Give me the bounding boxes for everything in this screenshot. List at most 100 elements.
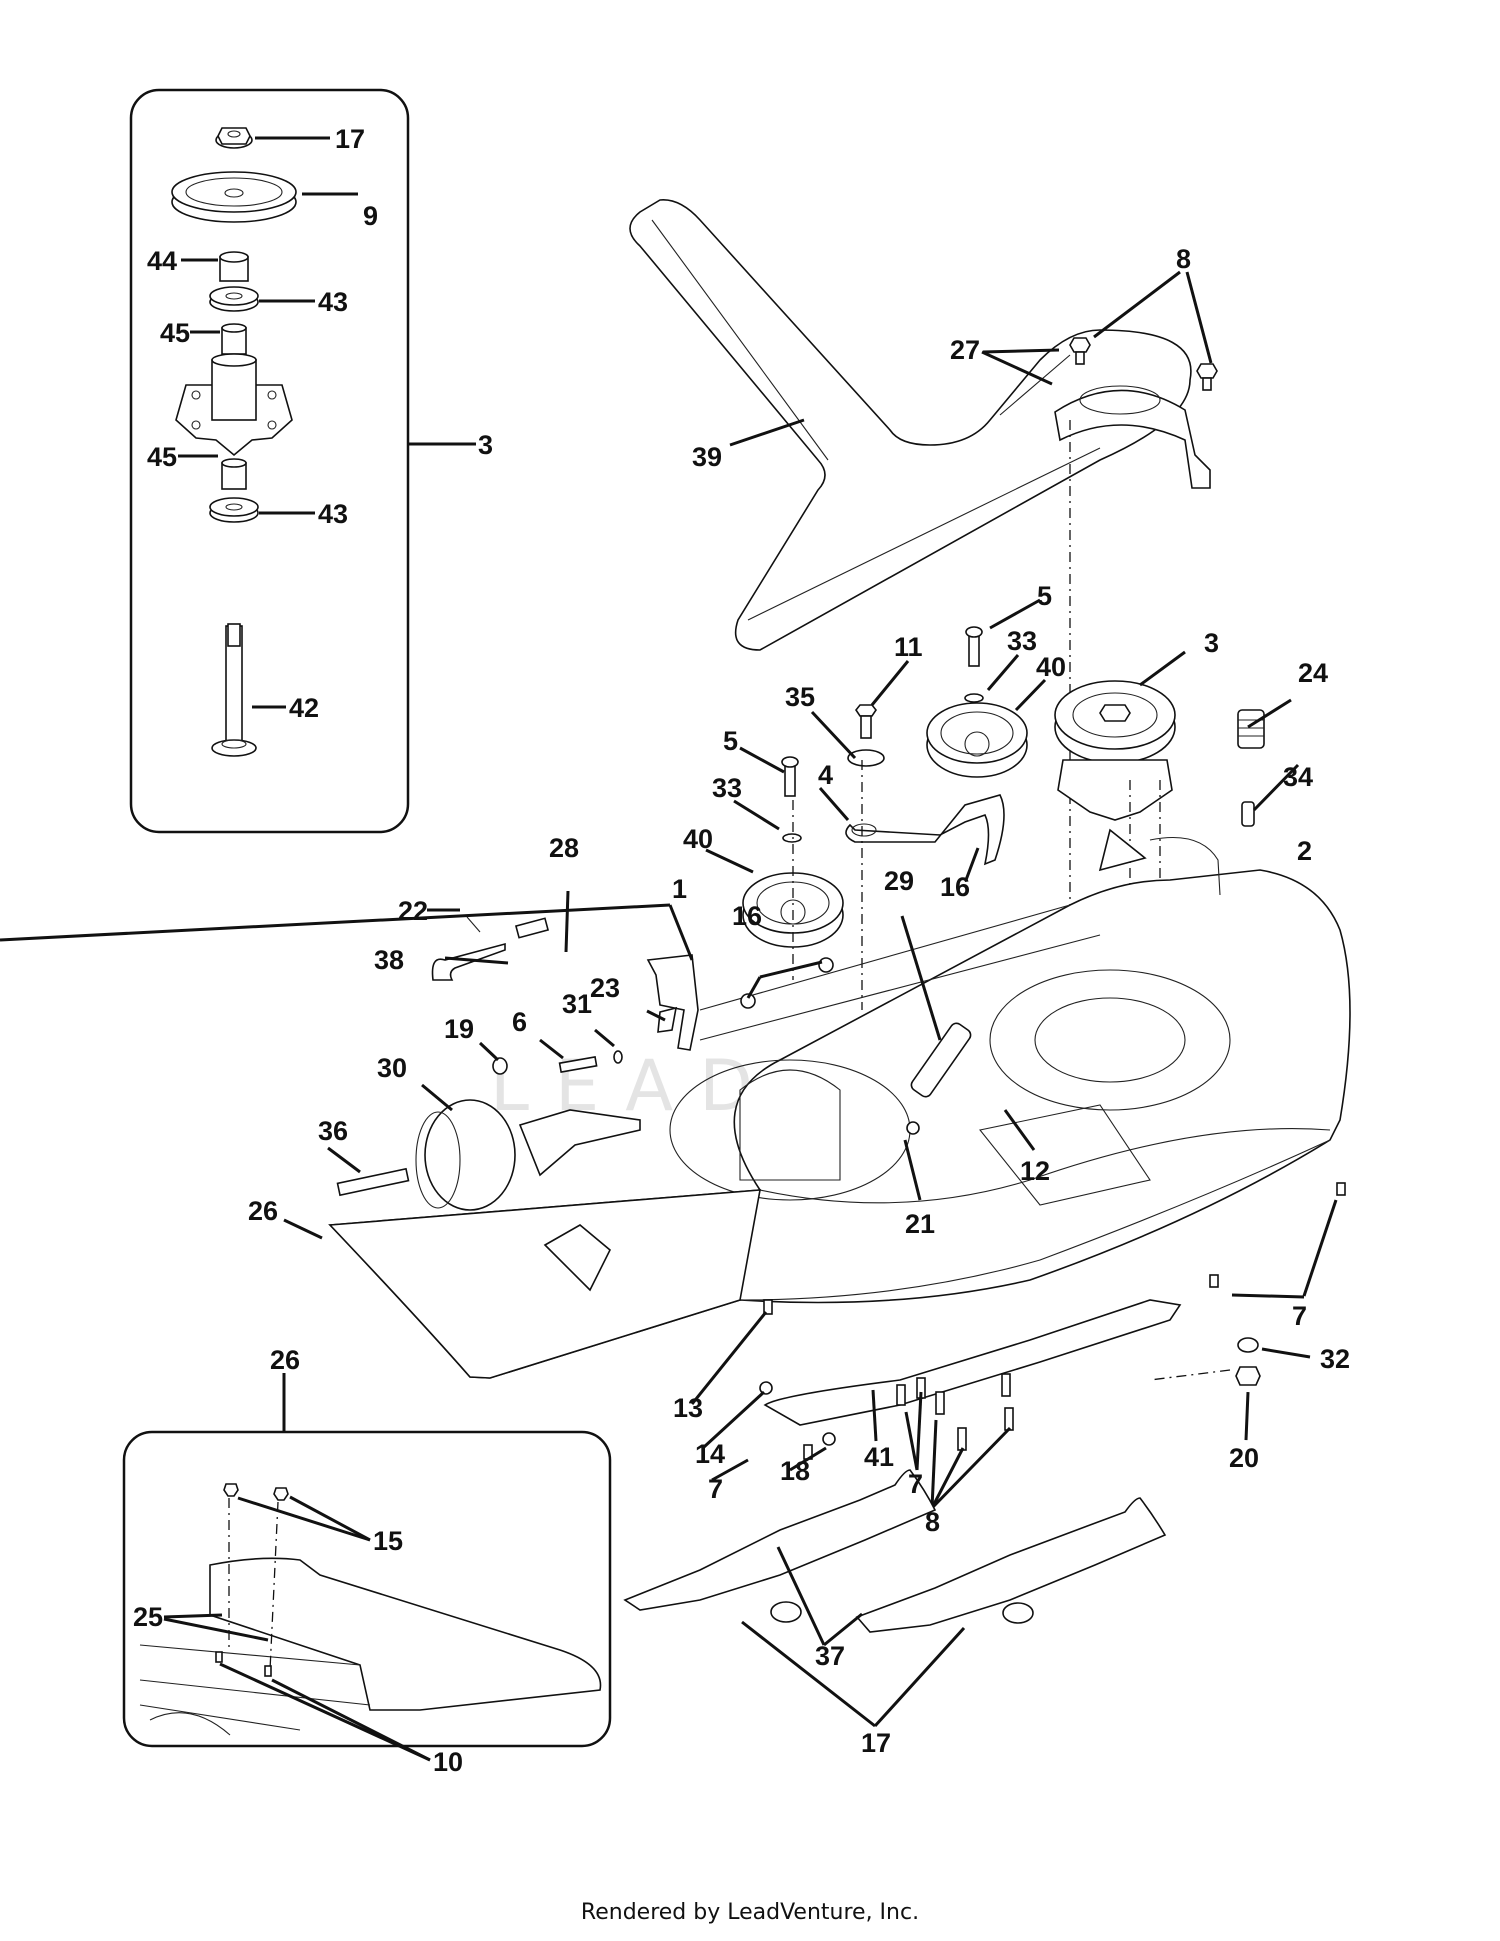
callout-36: 36 xyxy=(318,1116,348,1146)
shoulder-screw-part xyxy=(855,704,877,739)
spring-part xyxy=(910,1022,972,1098)
grease-fitting-part xyxy=(1241,801,1255,827)
callout-27: 27 xyxy=(950,335,980,365)
callout-23: 23 xyxy=(590,973,620,1003)
hex-nut-part xyxy=(740,993,756,1009)
callout-8: 8 xyxy=(925,1507,940,1537)
idler-pulley-part xyxy=(926,702,1028,778)
callout-17: 17 xyxy=(861,1728,891,1758)
callout-13: 13 xyxy=(673,1393,703,1423)
blade-part xyxy=(623,1469,1167,1633)
callout-18: 18 xyxy=(780,1456,810,1486)
spindle-shaft-part xyxy=(211,623,257,757)
bearing-spacer-part xyxy=(221,458,247,490)
flat-washer-part xyxy=(847,749,885,767)
hex-flange-nut-part xyxy=(770,1601,1034,1624)
callout-40: 40 xyxy=(683,824,713,854)
callout-3: 3 xyxy=(1204,628,1219,658)
inset-frame xyxy=(129,88,410,834)
callout-7: 7 xyxy=(1292,1301,1307,1331)
callout-45: 45 xyxy=(160,318,190,348)
callout-45: 45 xyxy=(147,442,177,472)
bracket-part xyxy=(646,954,699,1051)
callout-44: 44 xyxy=(147,246,177,276)
callout-3: 3 xyxy=(478,430,493,460)
callout-10: 10 xyxy=(433,1747,463,1777)
idler-arm-part xyxy=(845,794,1005,866)
callout-7: 7 xyxy=(708,1474,723,1504)
footer-credit: Rendered by LeadVenture, Inc. xyxy=(580,1900,920,1925)
callout-34: 34 xyxy=(1283,762,1313,792)
callout-16: 16 xyxy=(732,901,762,931)
callout-31: 31 xyxy=(562,989,592,1019)
callout-39: 39 xyxy=(692,442,722,472)
callout-25: 25 xyxy=(133,1602,163,1632)
hex-screw-part xyxy=(1069,337,1218,391)
callout-41: 41 xyxy=(864,1442,894,1472)
callout-42: 42 xyxy=(289,693,319,723)
callout-15: 15 xyxy=(373,1526,403,1556)
bearing-part xyxy=(209,497,259,523)
callout-19: 19 xyxy=(444,1014,474,1044)
callout-8: 8 xyxy=(1176,244,1191,274)
callout-37: 37 xyxy=(815,1641,845,1671)
flange-nut-part xyxy=(215,127,253,149)
discharge-chute-inset xyxy=(122,1373,612,1762)
callout-22: 22 xyxy=(398,896,428,926)
callout-29: 29 xyxy=(884,866,914,896)
bolt-part xyxy=(558,1056,598,1073)
callout-14: 14 xyxy=(695,1439,725,1469)
hex-screw-part xyxy=(1209,1182,1346,1288)
spindle-assembly-inset xyxy=(129,88,476,834)
hex-nut-part xyxy=(906,1121,920,1135)
spring-part xyxy=(1237,709,1265,749)
callout-35: 35 xyxy=(785,682,815,712)
callout-24: 24 xyxy=(1298,658,1328,688)
callout-43: 43 xyxy=(318,287,348,317)
belt-keeper-part xyxy=(1054,385,1211,489)
callout-17: 17 xyxy=(335,124,365,154)
callout-28: 28 xyxy=(549,833,579,863)
shoulder-bolt-part xyxy=(781,626,984,843)
spindle-pulley-part xyxy=(171,171,297,223)
lock-washer-part xyxy=(1237,1337,1259,1353)
spindle-housing-part xyxy=(175,353,293,457)
v-belt-part xyxy=(629,199,1192,651)
hex-screw-part xyxy=(763,1299,1014,1460)
spacer-part xyxy=(219,251,249,282)
callout-26: 26 xyxy=(248,1196,278,1226)
callout-7: 7 xyxy=(908,1469,923,1499)
deck-wheel-part xyxy=(336,1099,641,1211)
callout-43: 43 xyxy=(318,499,348,529)
hex-nut-part xyxy=(818,957,834,973)
callout-5: 5 xyxy=(723,726,738,756)
bearing-spacer-part xyxy=(221,323,247,355)
baffle-part xyxy=(763,1299,1182,1426)
callout-4: 4 xyxy=(818,760,833,790)
callout-1: 1 xyxy=(672,874,687,904)
callout-5: 5 xyxy=(1037,581,1052,611)
nut-part xyxy=(822,1432,836,1446)
callout-38: 38 xyxy=(374,945,404,975)
bearing-part xyxy=(209,286,259,312)
inset-frame xyxy=(122,1430,612,1748)
j-hook-rod-part xyxy=(431,916,550,981)
callout-6: 6 xyxy=(512,1007,527,1037)
nut-part xyxy=(1235,1366,1261,1386)
callout-21: 21 xyxy=(905,1209,935,1239)
callout-26: 26 xyxy=(270,1345,300,1375)
adjuster-part xyxy=(657,1006,678,1033)
callout-16: 16 xyxy=(940,872,970,902)
spindle-pulley-part xyxy=(1054,680,1176,821)
callout-33: 33 xyxy=(1007,626,1037,656)
lock-washer-part xyxy=(613,1050,623,1064)
callout-12: 12 xyxy=(1020,1156,1050,1186)
callout-labels: 17 9 44 43 45 3 45 43 42 8 27 39 5 33 3 … xyxy=(133,124,1350,1777)
callout-30: 30 xyxy=(377,1053,407,1083)
callout-11: 11 xyxy=(894,632,923,662)
nut-part xyxy=(492,1057,508,1075)
callout-20: 20 xyxy=(1229,1443,1259,1473)
callout-2: 2 xyxy=(1297,836,1312,866)
callout-9: 9 xyxy=(363,201,378,231)
